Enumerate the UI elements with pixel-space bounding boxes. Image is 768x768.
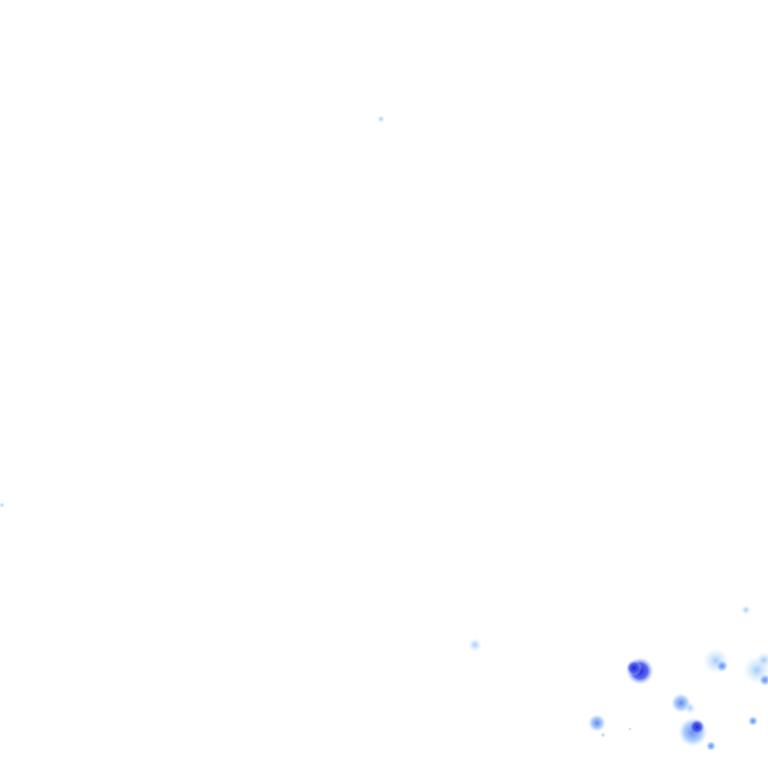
precipitation-echo <box>628 727 632 731</box>
precipitation-echo <box>706 741 716 751</box>
precipitation-echo <box>600 732 606 738</box>
precipitation-echo <box>626 660 642 676</box>
precipitation-echo <box>716 660 728 672</box>
precipitation-echo <box>468 638 482 652</box>
precipitation-echo <box>759 674 768 686</box>
precipitation-echo <box>689 719 705 735</box>
precipitation-echo <box>748 716 758 726</box>
precipitation-echo <box>684 702 696 714</box>
precipitation-echo <box>588 714 606 732</box>
precipitation-echo <box>741 605 751 615</box>
precipitation-echo <box>0 502 5 508</box>
precipitation-echo <box>377 115 385 123</box>
precipitation-echo <box>756 652 768 668</box>
